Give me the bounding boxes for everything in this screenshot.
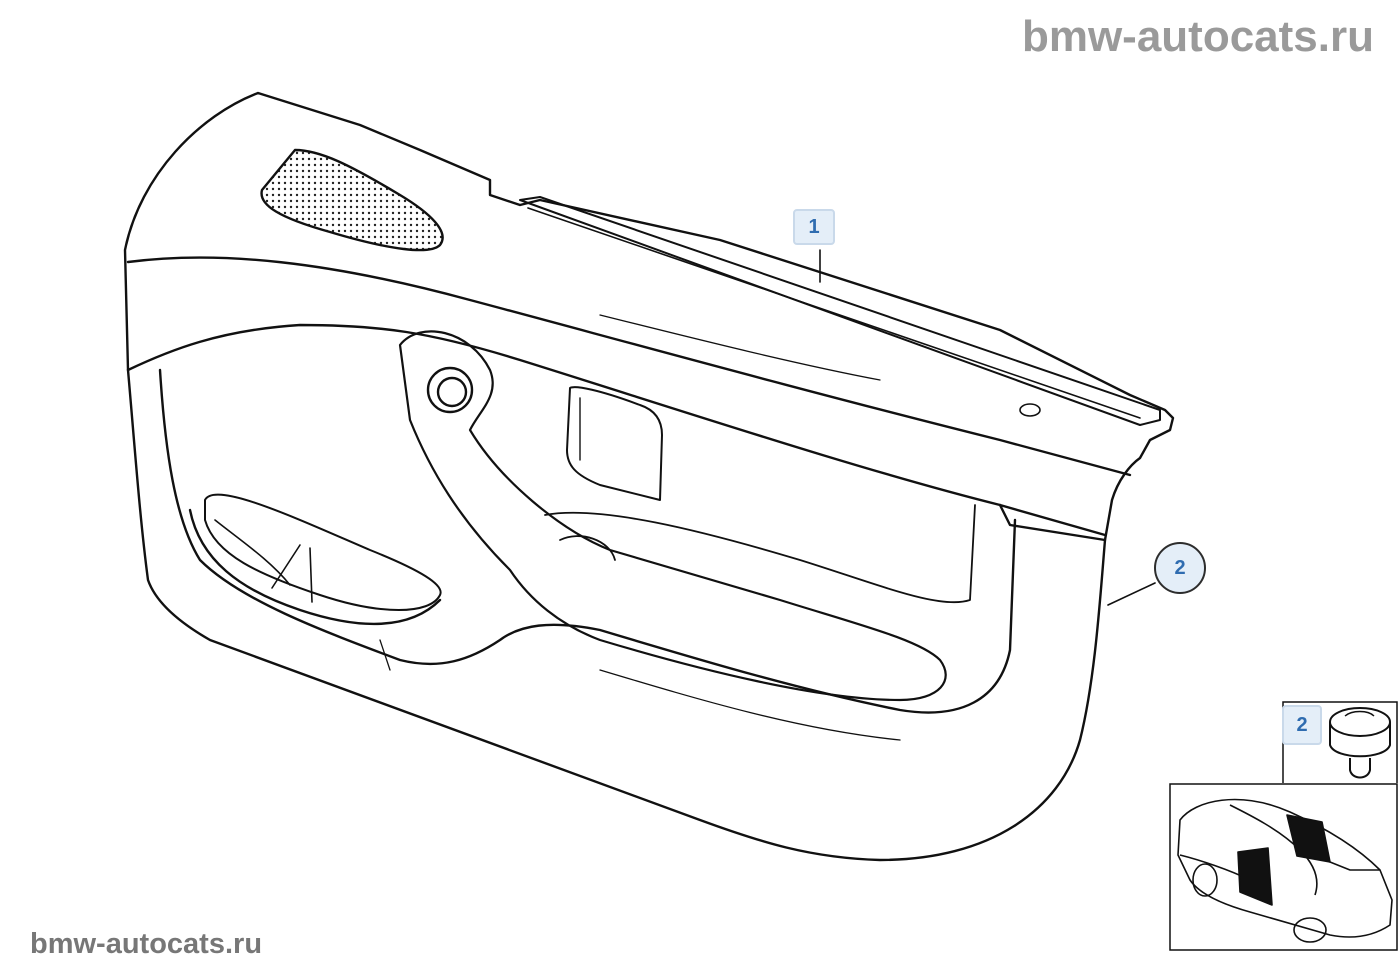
car-locator-drawing[interactable] xyxy=(1177,798,1393,943)
callout-part-2[interactable]: 2 xyxy=(1154,542,1206,594)
callout-part-1[interactable]: 1 xyxy=(793,209,835,245)
watermark-top: bmw-autocats.ru xyxy=(1021,12,1374,61)
door-trim-panel-drawing[interactable] xyxy=(123,91,1175,862)
car-locator-box xyxy=(1169,783,1398,951)
inset-callout-part-2[interactable]: 2 xyxy=(1282,705,1322,745)
watermark-bottom: bmw-autocats.ru xyxy=(30,928,263,960)
trim-clip-drawing[interactable] xyxy=(1329,707,1391,779)
